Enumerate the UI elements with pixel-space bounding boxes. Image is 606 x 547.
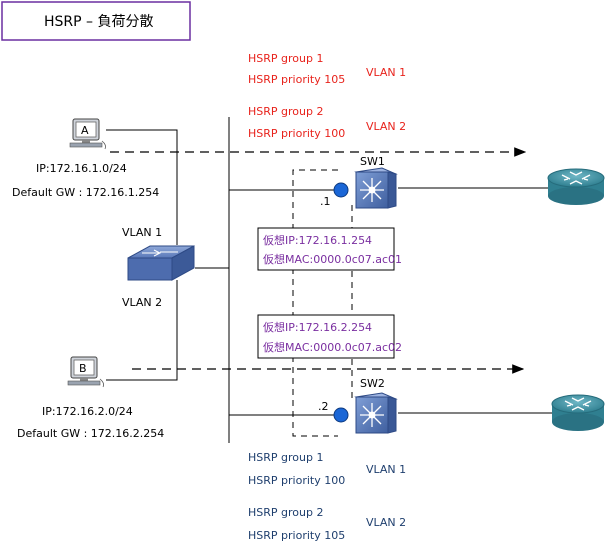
sw1-hsrp-group2: HSRP group 2 [248, 105, 323, 118]
hsrp-group-outlines [292, 169, 353, 437]
sw2-hsrp-config: HSRP group 1 HSRP priority 100 VLAN 1 HS… [248, 451, 406, 542]
pc-b: B IP:172.16.2.0/24 Default GW : 172.16.2… [17, 356, 164, 440]
sw1-hsrp-group1: HSRP group 1 [248, 52, 323, 65]
vip2-ip: 仮想IP:172.16.2.254 [263, 320, 372, 334]
sw2-hsrp-group2: HSRP group 2 [248, 506, 323, 519]
pc-a-links [106, 129, 178, 245]
sw1-hsrp-config: HSRP group 1 HSRP priority 105 VLAN 1 HS… [248, 52, 406, 140]
pc-b-links [106, 280, 178, 381]
router-1-icon [547, 168, 605, 205]
sw2-hsrp-vlan1: VLAN 1 [366, 463, 406, 476]
pc-a: A IP:172.16.1.0/24 Default GW : 172.16.1… [12, 118, 159, 199]
sw1-hsrp-priority1: HSRP priority 105 [248, 73, 345, 86]
sw1-hsrp-vlan2: VLAN 2 [366, 120, 406, 133]
sw1-name: SW1 [360, 155, 385, 168]
vip2-mac: 仮想MAC:0000.0c07.ac02 [263, 340, 402, 354]
sw2-name: SW2 [360, 377, 385, 390]
sw2-interface: .2 [318, 400, 329, 413]
l2-switch-vlan1: VLAN 1 [122, 226, 162, 239]
sw1-vip-dot [333, 182, 349, 198]
sw1-interface: .1 [320, 195, 331, 208]
sw1: SW1 .1 [320, 155, 398, 209]
pc-b-ip: IP:172.16.2.0/24 [42, 405, 133, 418]
sw2-icon [354, 392, 398, 434]
sw1-hsrp-priority2: HSRP priority 100 [248, 127, 345, 140]
pc-a-gateway: Default GW : 172.16.1.254 [12, 186, 159, 199]
l2-switch-icon [127, 245, 195, 281]
vip1-ip: 仮想IP:172.16.1.254 [263, 233, 372, 247]
vip2-box: 仮想IP:172.16.2.254 仮想MAC:0000.0c07.ac02 [257, 314, 402, 359]
l2-switch-vlan2: VLAN 2 [122, 296, 162, 309]
vip1-box: 仮想IP:172.16.1.254 仮想MAC:0000.0c07.ac01 [257, 227, 402, 271]
sw1-hsrp-vlan1: VLAN 1 [366, 66, 406, 79]
title-box: HSRP – 負荷分散 [1, 1, 191, 41]
pc-a-icon [69, 118, 106, 150]
sw2-hsrp-group1: HSRP group 1 [248, 451, 323, 464]
sw2-hsrp-priority2: HSRP priority 105 [248, 529, 345, 542]
sw2-hsrp-priority1: HSRP priority 100 [248, 474, 345, 487]
pc-b-label: B [79, 362, 87, 375]
sw2-vip-dot [333, 407, 349, 423]
pc-a-ip: IP:172.16.1.0/24 [36, 162, 127, 175]
pc-b-gateway: Default GW : 172.16.2.254 [17, 427, 164, 440]
vip1-mac: 仮想MAC:0000.0c07.ac01 [263, 252, 402, 266]
sw2-hsrp-vlan2: VLAN 2 [366, 516, 406, 529]
sw1-icon [354, 167, 398, 209]
pc-a-label: A [81, 124, 89, 137]
router-2-icon [551, 394, 605, 431]
pc-b-icon [67, 356, 104, 388]
l2-switch: VLAN 1 VLAN 2 [122, 226, 195, 309]
sw2: SW2 .2 [318, 377, 398, 434]
page-title: HSRP – 負荷分散 [44, 14, 153, 30]
